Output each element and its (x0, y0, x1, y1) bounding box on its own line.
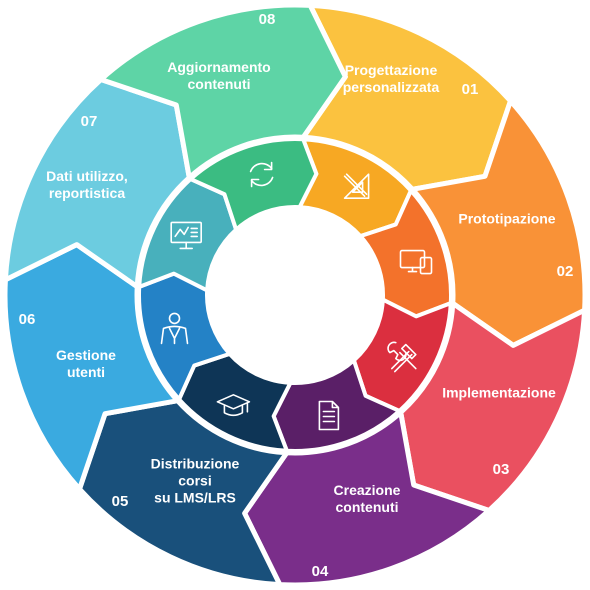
segment-number: 04 (312, 563, 329, 580)
segment-02-text: Prototipazione 02 (458, 211, 573, 280)
center-hole (207, 207, 383, 383)
segment-label-line: contenuti (188, 76, 251, 92)
segment-number: 07 (81, 113, 98, 130)
segment-number: 03 (493, 461, 510, 478)
segment-label-line: Implementazione (442, 385, 556, 401)
segment-number: 06 (19, 311, 36, 328)
segment-label-line: utenti (67, 364, 105, 380)
segment-label-line: personalizzata (343, 79, 440, 95)
segment-label-line: Prototipazione (458, 211, 555, 227)
ruler-square-icon (343, 173, 370, 199)
segment-07-text: Dati utilizzo,reportistica 07 (46, 113, 128, 201)
segment-number: 02 (557, 263, 574, 280)
segment-label-line: Dati utilizzo, (46, 168, 128, 184)
refresh-icon (249, 161, 274, 188)
segment-label-line: reportistica (49, 185, 125, 201)
segment-label-line: contenuti (336, 499, 399, 515)
segment-label-line: Gestione (56, 347, 116, 363)
devices-icon (399, 249, 433, 275)
segment-label-line: Distribuzione (151, 456, 240, 472)
segment-label-line: Aggiornamento (167, 59, 270, 75)
segment-label-line: Progettazione (345, 62, 438, 78)
graduation-cap-icon (216, 393, 251, 417)
document-icon (318, 400, 340, 431)
tools-icon (387, 341, 417, 373)
user-icon (160, 312, 189, 345)
segment-number: 05 (112, 493, 129, 510)
segment-label-line: su LMS/LRS (154, 490, 236, 506)
segment-label-line: corsi (178, 473, 211, 489)
segment-label-line: Creazione (334, 482, 401, 498)
segment-03-text: Implementazione 03 (442, 385, 556, 478)
segment-number: 08 (259, 11, 276, 28)
segment-number: 01 (462, 81, 479, 98)
presentation-chart-icon (170, 221, 202, 250)
